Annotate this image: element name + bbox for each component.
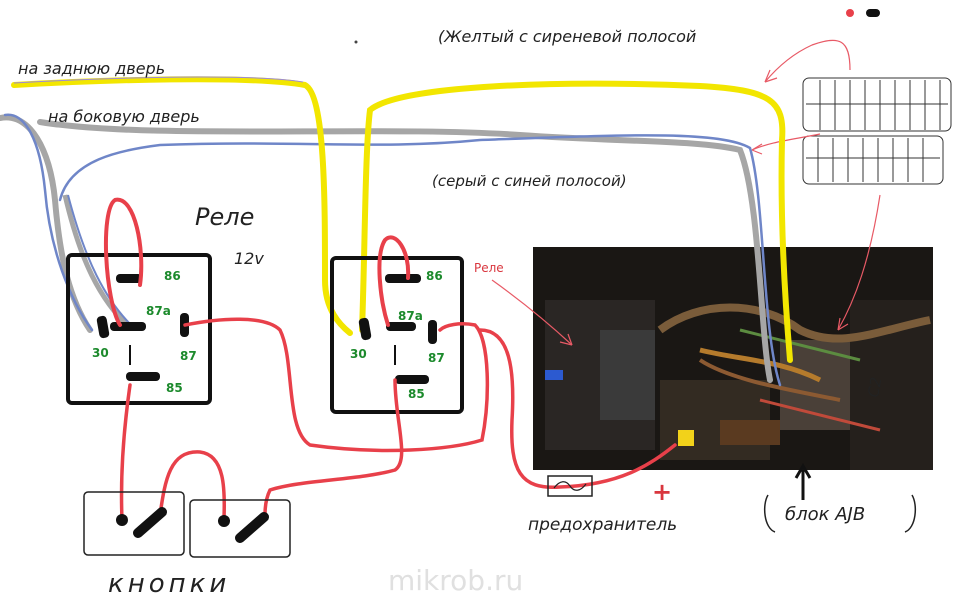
blue-wire: [3, 113, 782, 387]
connector-sketch: [802, 77, 952, 185]
arrow-to-photo: [837, 194, 881, 331]
pin-30-left: 30: [92, 346, 109, 360]
relay-title: Реле: [195, 203, 254, 231]
red-loop-right: [377, 235, 411, 327]
grey-wire-87a-left: [62, 194, 132, 330]
pin-86-left: 86: [164, 269, 181, 283]
pin-85-right: 85: [408, 387, 425, 401]
arrowhead-relay-photo: [559, 333, 573, 346]
plus-sign: +: [652, 478, 672, 506]
pin-87-left: 87: [180, 349, 197, 363]
pin-30-right: 30: [350, 347, 367, 361]
small-dot-icon: [354, 40, 358, 44]
buttons-label: кнопки: [108, 569, 230, 599]
block-arrow: [794, 463, 812, 500]
arrowhead-grey: [751, 143, 763, 155]
grey-wire-label: (серый с синей полосой): [432, 172, 627, 190]
engine-bay-photo: [533, 247, 933, 470]
button-2-sketch: [189, 499, 291, 558]
pin-85-left: 85: [166, 381, 183, 395]
red-wire-85-left: [119, 383, 132, 522]
arrowhead-photo: [837, 317, 849, 331]
side-door-label: на боковую дверь: [48, 107, 200, 126]
arrowhead-yellow: [764, 69, 778, 83]
pin-87a-right: 87a: [398, 309, 423, 323]
black-dot-icon: [866, 9, 880, 17]
arrow-to-grey: [751, 133, 821, 151]
pin-87-right: 87: [428, 351, 445, 365]
rear-door-label: на заднюю дверь: [18, 59, 165, 78]
fuse-label: предохранитель: [528, 515, 677, 535]
pin-86-right: 86: [426, 269, 443, 283]
relay-voltage: 12v: [234, 249, 264, 268]
yellow-wire-label: (Желтый с сиреневой полосой: [438, 27, 696, 46]
block-bracket: [763, 494, 917, 533]
yellow-wire: [11, 76, 793, 363]
red-loop-left: [103, 197, 144, 327]
watermark: mikrob.ru: [388, 564, 523, 597]
arrow-to-yellow: [764, 39, 851, 83]
fuse-symbol: [547, 475, 593, 497]
relay-left: [66, 253, 212, 405]
fuse-wave: [553, 481, 587, 491]
yellow-wire-stripe: [13, 76, 304, 84]
arrow-relay-photo: [491, 279, 573, 346]
block-label: блок AJB: [785, 504, 865, 525]
photo-relay-label: Реле: [474, 261, 504, 275]
red-dot-icon: [846, 9, 854, 17]
button-1-sketch: [83, 491, 185, 556]
blue-wire-87a-left: [67, 194, 135, 329]
red-wire-buttons: [158, 450, 227, 520]
c2-label: C2: [864, 376, 885, 399]
red-wire-87: [183, 317, 677, 489]
pin-87a-left: 87a: [146, 304, 171, 318]
